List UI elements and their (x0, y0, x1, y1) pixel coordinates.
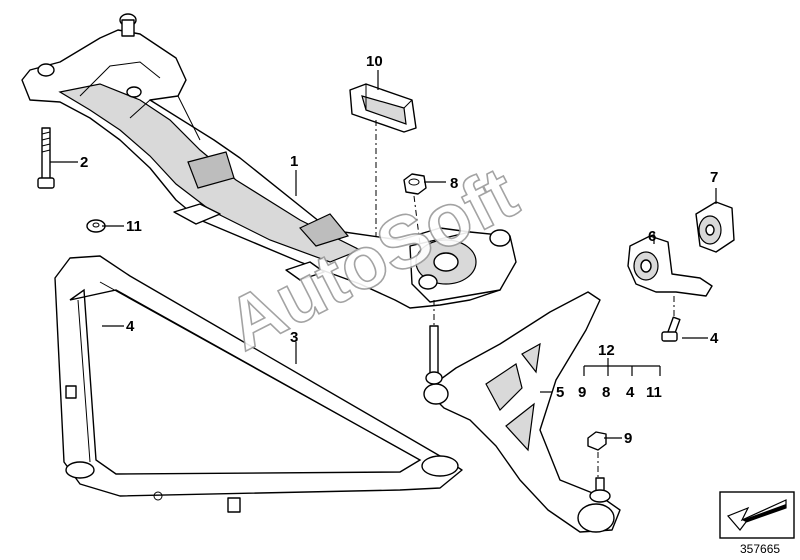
callout-6: 6 (648, 228, 656, 245)
callout-4-left: 4 (126, 318, 135, 335)
arrow-down-left-icon[interactable] (719, 491, 795, 539)
nut-9[interactable] (587, 431, 607, 451)
callout-3: 3 (290, 329, 298, 346)
ball-joint-stud-upper[interactable] (425, 325, 443, 385)
reference-number: 357665 (740, 542, 780, 556)
callout-7: 7 (710, 169, 718, 186)
strut-brace[interactable] (54, 255, 463, 513)
bolt-4-right[interactable] (661, 316, 681, 342)
assembly-lines (375, 120, 675, 478)
callout-leaders (50, 70, 717, 439)
callout-8: 8 (450, 175, 458, 192)
callout-4-right: 4 (710, 330, 719, 347)
kit-item-11: 11 (646, 384, 662, 401)
callout-9: 9 (624, 430, 632, 447)
kit-item-8: 8 (602, 384, 610, 401)
callout-2: 2 (80, 154, 88, 171)
callout-11: 11 (126, 218, 142, 235)
bushing-7[interactable] (695, 201, 735, 253)
kit-item-4: 4 (626, 384, 635, 401)
kit-item-9: 9 (578, 384, 586, 401)
nut-8[interactable] (403, 173, 427, 195)
callout-1: 1 (290, 153, 298, 170)
ball-joint-stud-lower[interactable] (589, 477, 611, 503)
bracket-10[interactable] (349, 83, 417, 133)
front-axle-carrier[interactable] (21, 13, 517, 309)
callout-5: 5 (556, 384, 564, 401)
callout-10: 10 (366, 53, 383, 70)
callout-12: 12 (598, 342, 615, 359)
washer-11[interactable] (86, 219, 106, 233)
bolt-2[interactable] (37, 127, 55, 189)
control-arm[interactable] (423, 291, 621, 533)
rubber-mount-6[interactable] (627, 235, 713, 297)
